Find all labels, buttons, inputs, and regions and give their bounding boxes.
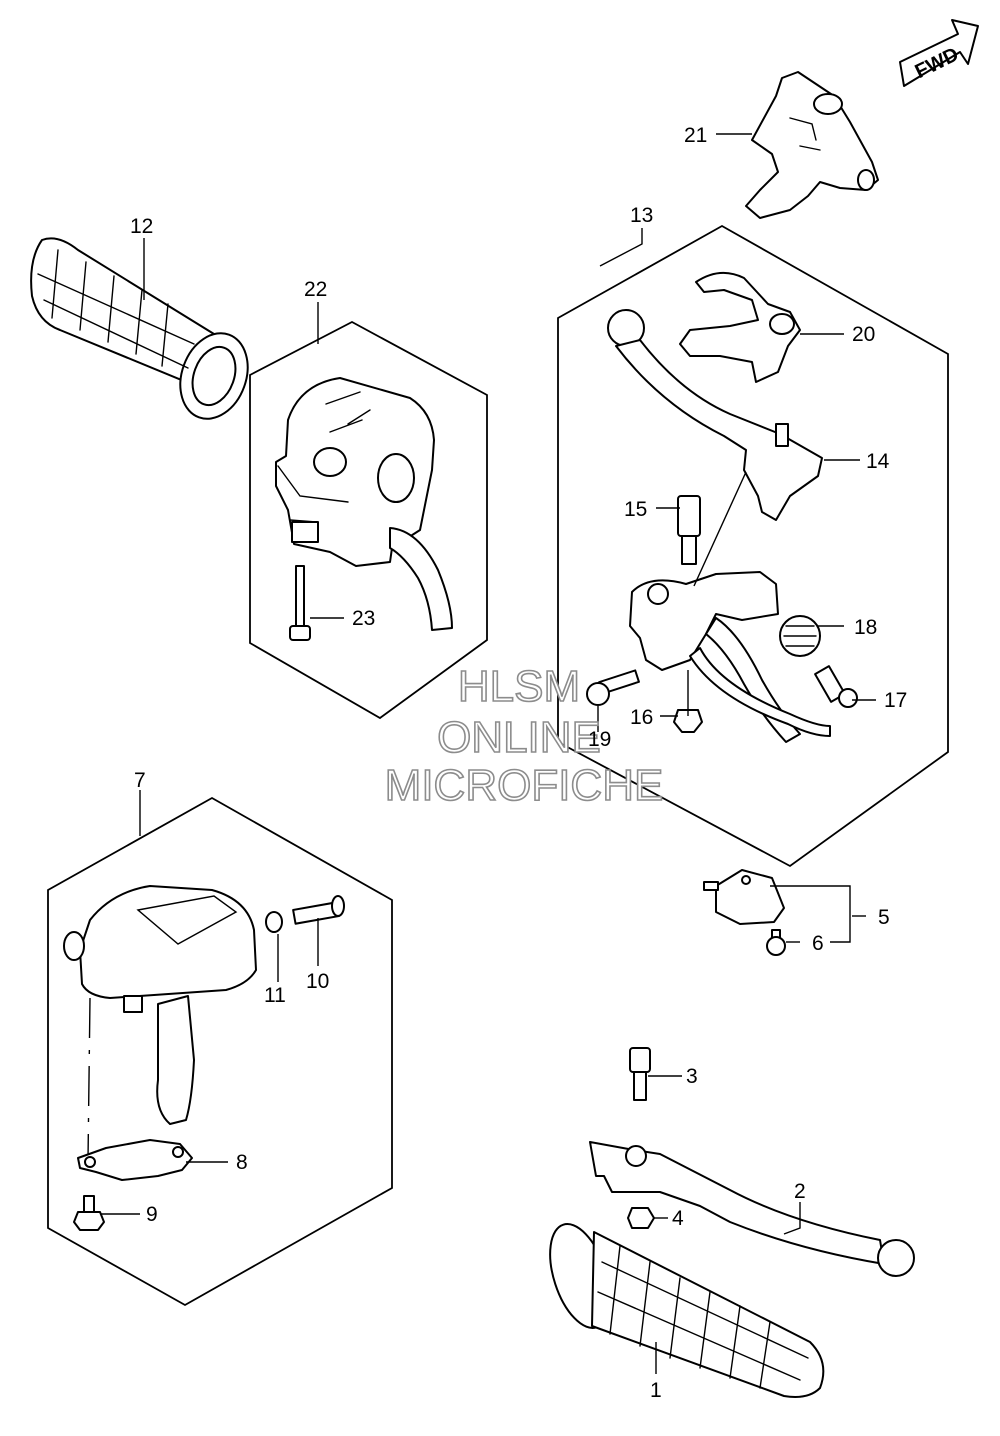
callout-23: 23 [352, 607, 375, 630]
part-13-lever-holder [629, 471, 831, 743]
callout-4: 4 [672, 1207, 684, 1230]
assembly-box-13 [557, 224, 949, 868]
part-10-screw [292, 895, 345, 925]
part-8-plate [77, 1139, 193, 1181]
part-18-adjuster [779, 615, 821, 657]
part-17-bolt [814, 665, 858, 708]
part-1-right-grip [549, 1223, 825, 1398]
part-3-bolt [629, 1047, 651, 1101]
part-15-pivot-bolt [677, 495, 701, 565]
callout-6: 6 [812, 932, 824, 955]
watermark-line-2: ONLINE [437, 713, 601, 762]
callout-10: 10 [306, 970, 329, 993]
part-14-clutch-lever [607, 309, 823, 521]
part-12-left-grip [30, 237, 249, 420]
callout-17: 17 [884, 689, 907, 712]
part-11-nut [265, 911, 283, 933]
part-6-screw [766, 929, 786, 956]
callout-14: 14 [866, 450, 890, 473]
part-22-left-switch-box [275, 377, 453, 631]
callout-13: 13 [630, 204, 653, 227]
callout-20: 20 [852, 323, 875, 346]
part-2-brake-lever [589, 1141, 915, 1277]
leader-lines [100, 133, 876, 1374]
callout-1: 1 [650, 1379, 662, 1402]
callout-7: 7 [134, 769, 146, 792]
part-23-screw [289, 565, 311, 641]
assembly-box-7 [47, 796, 393, 1307]
callout-8: 8 [236, 1151, 248, 1174]
part-7-throttle-housing [63, 885, 257, 1125]
callout-numbers: 12 22 21 13 20 14 15 18 23 17 16 19 7 5 … [130, 124, 907, 1402]
part-4-nut [627, 1207, 655, 1229]
part-7-center-line [87, 997, 91, 1161]
callout-18: 18 [854, 616, 877, 639]
part-21-lever-cover [745, 71, 879, 219]
callout-16: 16 [630, 706, 653, 729]
callout-21: 21 [684, 124, 707, 147]
callout-12: 12 [130, 215, 153, 238]
watermark: HLSM ONLINE MICROFICHE [384, 661, 664, 811]
fwd-arrow-icon: FWD [899, 19, 979, 87]
part-19-screw [586, 669, 640, 706]
part-5-switch [703, 869, 785, 925]
part-20-bracket [679, 271, 801, 383]
callout-3: 3 [686, 1065, 698, 1088]
callout-5: 5 [878, 906, 890, 929]
part-16-nut [673, 709, 703, 733]
part-9-bolt [73, 1195, 105, 1231]
callout-9: 9 [146, 1203, 158, 1226]
assembly-box-22 [249, 320, 488, 720]
callout-11: 11 [264, 984, 286, 1007]
watermark-line-1: HLSM [458, 662, 580, 711]
callout-2: 2 [794, 1180, 806, 1203]
callout-19: 19 [588, 728, 611, 751]
watermark-line-3: MICROFICHE [385, 761, 664, 810]
callout-22: 22 [304, 278, 327, 301]
callout-15: 15 [624, 498, 647, 521]
